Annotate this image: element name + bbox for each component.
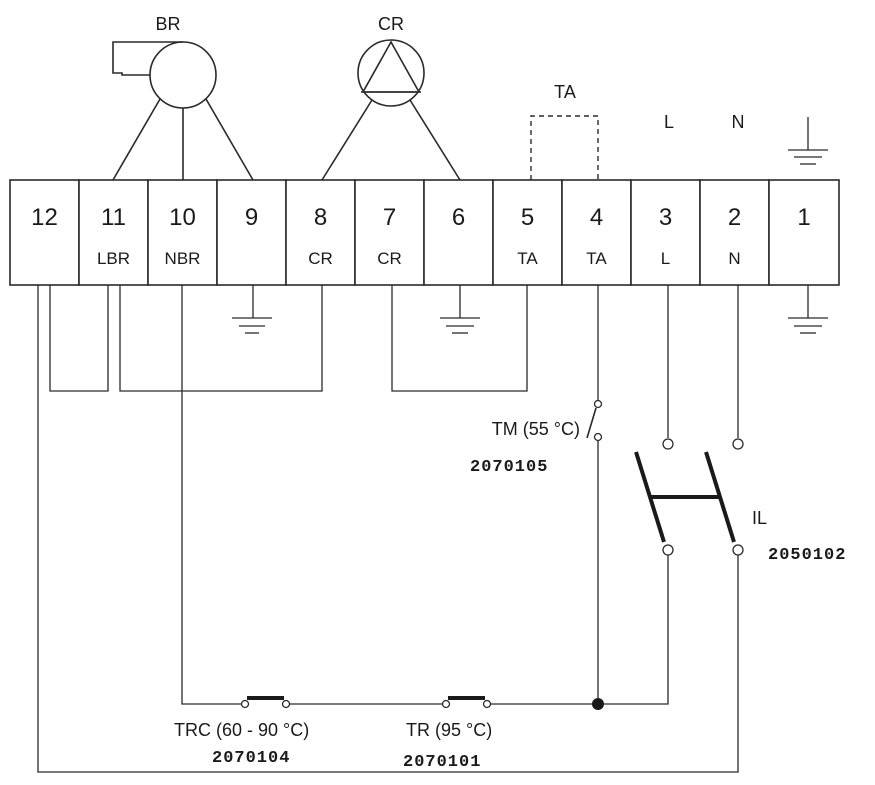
pump-label: CR — [378, 14, 404, 34]
terminal-block: 12 11 10 9 8 7 6 5 4 3 2 1 LBR NBR CR CR… — [9, 179, 840, 286]
terminal-6 — [423, 179, 494, 286]
terminal-number: 7 — [383, 204, 396, 231]
bridge-wire — [49, 285, 109, 392]
earth-icon — [232, 285, 272, 334]
circulation-pump: CR — [321, 14, 461, 181]
terminal-sublabel: CR — [377, 249, 402, 268]
blower-motor: BR — [112, 14, 254, 181]
il-code: 2050102 — [768, 546, 846, 565]
terminal-number: 11 — [101, 204, 126, 231]
wire — [181, 285, 245, 705]
blower-icon — [149, 41, 217, 109]
trc-label: TRC (60 - 90 °C) — [174, 720, 309, 740]
terminal-number: 6 — [452, 204, 465, 231]
neutral-return-wire — [37, 285, 739, 773]
terminal-number: 12 — [31, 204, 58, 231]
terminal-number: 5 — [521, 204, 534, 231]
terminal-4 — [561, 179, 632, 286]
blower-label: BR — [155, 14, 180, 34]
terminal-sublabel: NBR — [165, 249, 201, 268]
terminal-number: 8 — [314, 204, 327, 231]
room-thermostat: TA — [530, 82, 599, 180]
tm-code: 2070105 — [470, 458, 548, 477]
tm-switch — [586, 399, 603, 442]
terminal-number: 1 — [797, 204, 810, 231]
terminal-sublabel: TA — [517, 249, 538, 268]
tm-label: TM (55 °C) — [492, 419, 580, 439]
junction-dot — [592, 698, 604, 710]
terminal-sublabel: CR — [308, 249, 333, 268]
trc-code: 2070104 — [212, 749, 290, 768]
terminal-sublabel: TA — [586, 249, 607, 268]
thermostat-label: TA — [554, 82, 576, 102]
terminal-sublabel: LBR — [97, 249, 130, 268]
terminal-3 — [630, 179, 701, 286]
terminal-1 — [768, 179, 840, 286]
terminal-number: 10 — [169, 204, 196, 231]
line-label: L — [664, 112, 674, 132]
terminal-2 — [699, 179, 770, 286]
il-switch — [634, 438, 744, 556]
il-label: IL — [752, 508, 767, 528]
terminal-sublabel: N — [728, 249, 740, 268]
terminal-number: 4 — [590, 204, 603, 231]
terminal-11 — [78, 179, 149, 286]
terminal-8 — [285, 179, 356, 286]
earth-icon — [788, 117, 828, 165]
earth-icon — [788, 285, 828, 334]
tr-switch — [441, 696, 492, 709]
terminal-sublabel: L — [661, 249, 670, 268]
terminal-number: 9 — [245, 204, 258, 231]
terminal-number: 2 — [728, 204, 741, 231]
pump-icon — [357, 39, 425, 107]
neutral-label: N — [732, 112, 745, 132]
terminal-12 — [9, 179, 80, 286]
earth-icon — [440, 285, 480, 334]
terminal-9 — [216, 179, 287, 286]
terminal-5 — [492, 179, 563, 286]
bridge-wire — [391, 285, 528, 392]
tr-label: TR (95 °C) — [406, 720, 492, 740]
terminal-7 — [354, 179, 425, 286]
tr-code: 2070101 — [403, 753, 481, 772]
terminal-number: 3 — [659, 204, 672, 231]
trc-switch — [240, 696, 291, 709]
terminal-10 — [147, 179, 218, 286]
blower-housing — [112, 41, 183, 76]
bridge-wire — [119, 285, 323, 392]
